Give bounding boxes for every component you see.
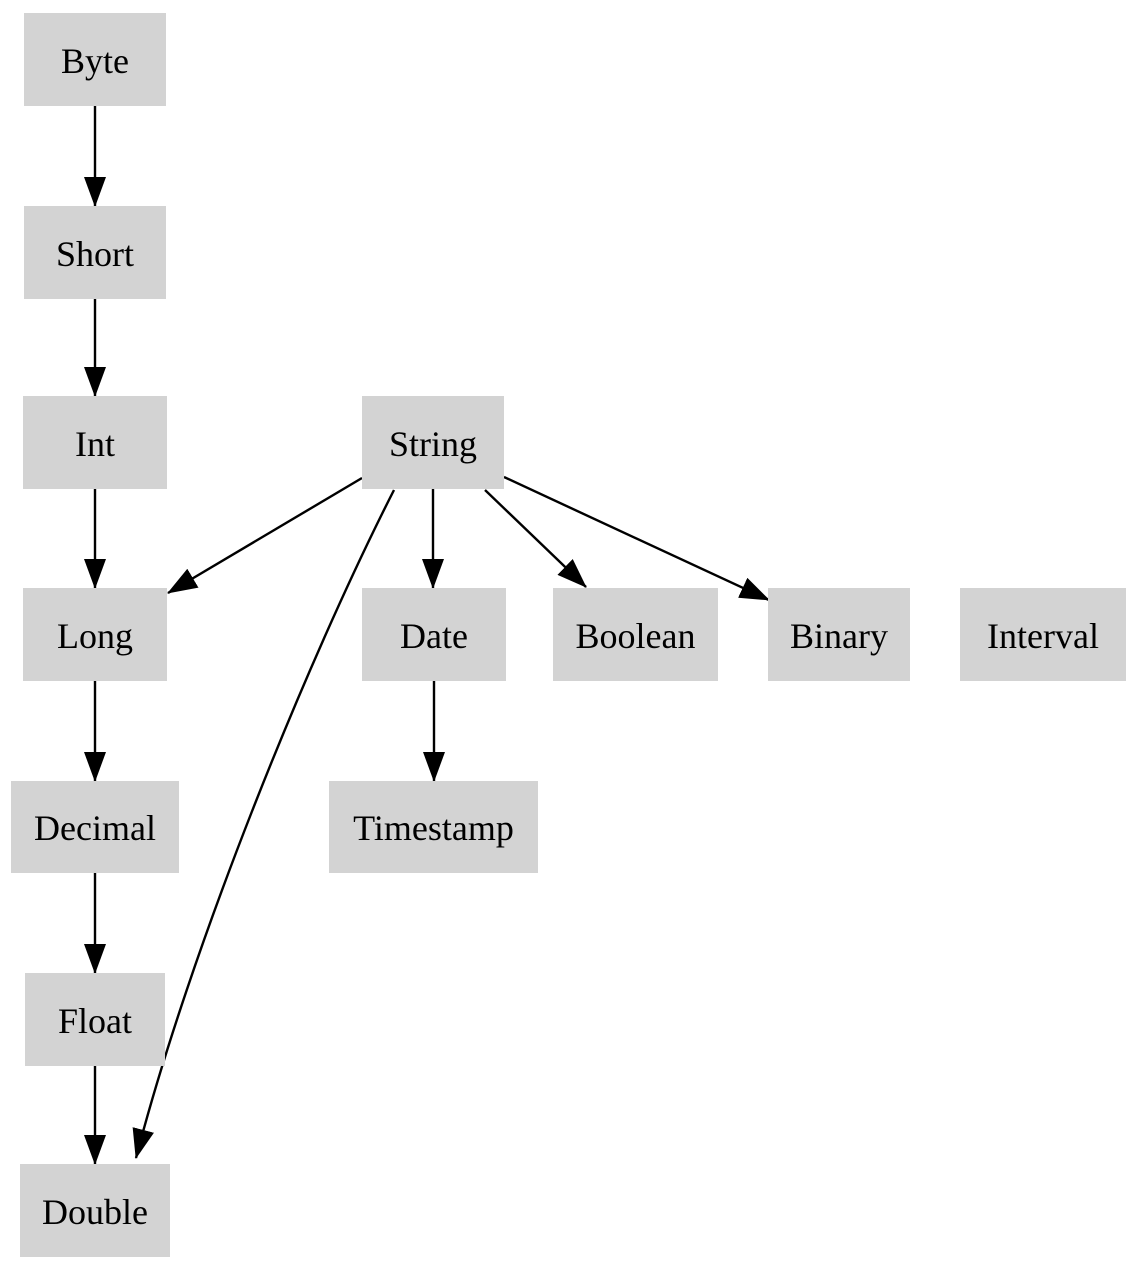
node-label-float: Float xyxy=(57,1000,132,1041)
node-float: Float xyxy=(25,973,165,1066)
node-byte: Byte xyxy=(24,13,166,106)
node-label-int: Int xyxy=(75,423,115,464)
node-int: Int xyxy=(23,396,167,489)
node-label-date: Date xyxy=(400,615,468,656)
node-label-boolean: Boolean xyxy=(575,615,696,656)
node-label-double: Double xyxy=(42,1191,148,1232)
node-timestamp: Timestamp xyxy=(329,781,538,873)
node-binary: Binary xyxy=(768,588,910,681)
node-label-interval: Interval xyxy=(987,615,1099,656)
node-date: Date xyxy=(362,588,506,681)
node-interval: Interval xyxy=(960,588,1126,681)
node-long: Long xyxy=(23,588,167,681)
node-label-long: Long xyxy=(57,615,133,656)
node-label-byte: Byte xyxy=(61,40,129,81)
node-label-timestamp: Timestamp xyxy=(353,808,514,848)
edge-string-to-binary xyxy=(503,475,770,602)
node-double: Double xyxy=(20,1164,170,1257)
edge-string-to-long xyxy=(167,476,363,595)
node-boolean: Boolean xyxy=(553,588,718,681)
node-label-binary: Binary xyxy=(790,615,888,656)
edge-string-to-boolean xyxy=(484,489,587,588)
node-short: Short xyxy=(24,206,166,299)
node-string: String xyxy=(362,396,504,489)
node-label-decimal: Decimal xyxy=(34,808,156,848)
node-label-string: String xyxy=(388,423,477,464)
node-decimal: Decimal xyxy=(11,781,179,873)
node-label-short: Short xyxy=(55,233,134,274)
